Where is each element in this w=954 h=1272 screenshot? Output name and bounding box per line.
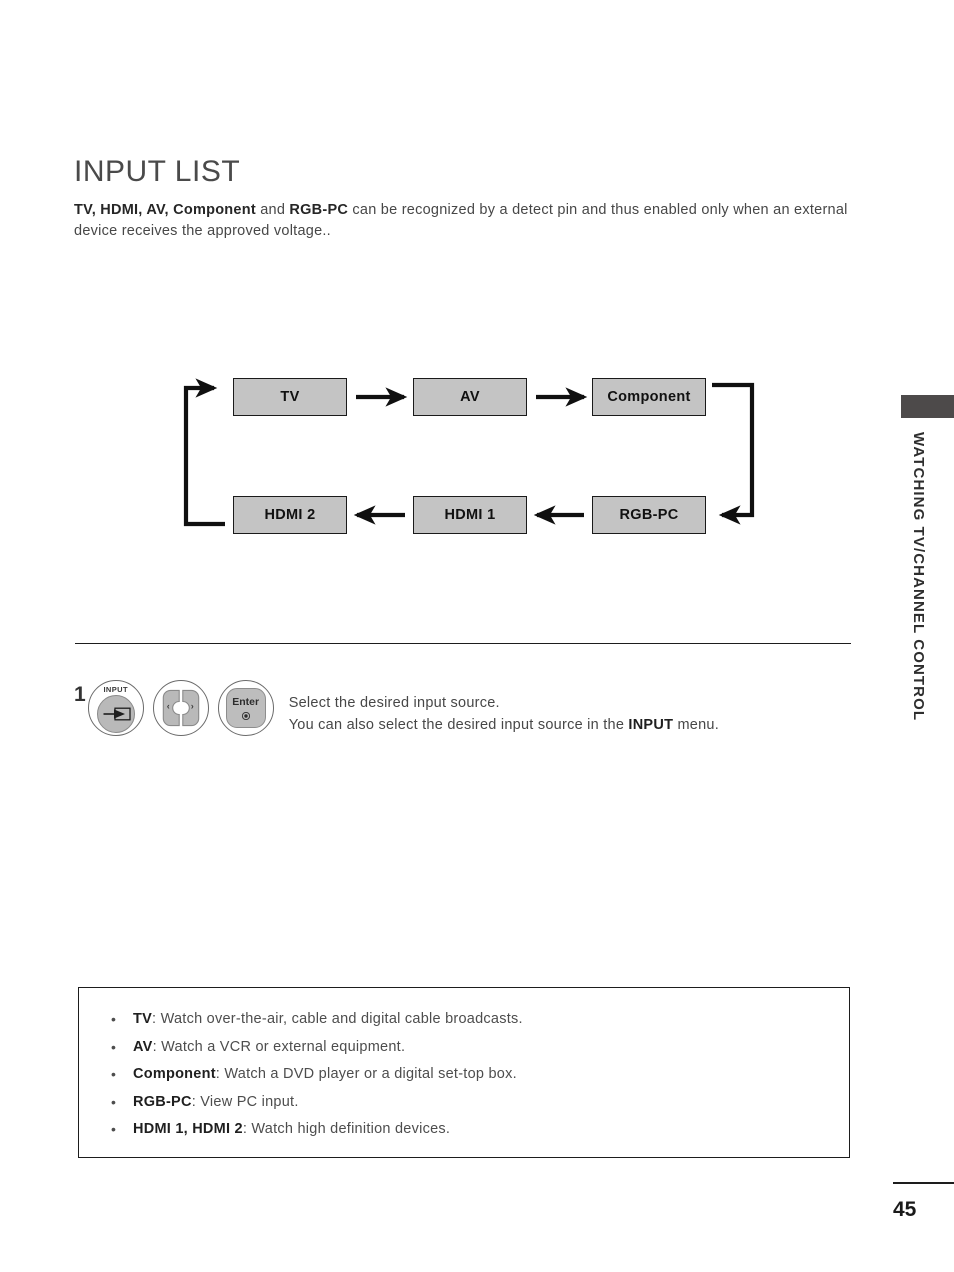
sidebar-chapter-label: WATCHING TV/CHANNEL CONTROL: [910, 432, 927, 722]
list-item: • HDMI 1, HDMI 2: Watch high definition d…: [109, 1120, 849, 1139]
node-label: AV: [460, 389, 480, 405]
intro-bold-second: RGB-PC: [289, 202, 349, 218]
intro-mid: and: [255, 202, 290, 218]
step-line-2: You can also select the desired input so…: [289, 714, 719, 736]
list-item: • Component: Watch a DVD player or a digi…: [109, 1065, 849, 1084]
page-title: INPUT LIST: [74, 155, 241, 188]
note-description: : Watch a DVD player or a digital set-to…: [215, 1066, 517, 1082]
intro-bold-lead: TV, HDMI, AV, Component: [74, 202, 256, 218]
diagram-node-rgbpc[interactable]: RGB-PC: [592, 496, 706, 534]
note-description: : View PC input.: [191, 1093, 299, 1110]
step-line-2-before: You can also select the desired input so…: [288, 717, 629, 733]
bullet-icon: •: [111, 1121, 117, 1137]
node-label: HDMI 2: [264, 507, 316, 523]
footer-rule: [893, 1182, 954, 1184]
left-right-nav-button[interactable]: ‹ ›: [152, 680, 209, 736]
list-item: • RGB-PC: View PC input.: [109, 1093, 849, 1112]
enter-button-label: Enter: [232, 696, 260, 708]
step-line-2-bold: INPUT: [628, 717, 674, 733]
diagram-node-tv[interactable]: TV: [233, 378, 347, 416]
note-term: TV: [133, 1011, 153, 1027]
note-term: HDMI 1, HDMI 2: [133, 1121, 243, 1137]
input-button[interactable]: INPUT: [87, 680, 144, 736]
note-description: : Watch over-the-air, cable and digital …: [152, 1011, 523, 1027]
note-term: AV: [133, 1038, 153, 1055]
node-label: HDMI 1: [444, 507, 496, 523]
node-label: Component: [607, 389, 691, 405]
node-label: TV: [280, 389, 300, 405]
step-1-row: 1 INPUT ‹ › Enter Select the desired inp…: [74, 680, 719, 736]
input-button-label: INPUT: [103, 684, 128, 694]
sidebar-chapter-tab: [901, 395, 954, 418]
list-item: • TV: Watch over-the-air, cable and digit…: [109, 1010, 849, 1029]
arrow-component-to-rgbpc: [712, 382, 755, 525]
input-arrow-into-box-icon: [103, 707, 131, 721]
notes-box: • TV: Watch over-the-air, cable and digit…: [78, 987, 850, 1158]
step-number: 1: [74, 683, 86, 706]
note-term: RGB-PC: [133, 1093, 192, 1110]
left-right-arrows-icon: [162, 689, 199, 727]
step-instruction-text: Select the desired input source. You can…: [289, 692, 719, 736]
section-divider: [75, 643, 851, 644]
step-line-2-after: menu.: [673, 717, 720, 733]
node-label: RGB-PC: [619, 507, 679, 523]
page-number: 45: [893, 1198, 917, 1221]
intro-rest: can be recognized by a detect pin and th…: [74, 202, 848, 239]
bullet-icon: •: [111, 1093, 117, 1110]
bullet-icon: •: [111, 1066, 117, 1082]
step-line-1: Select the desired input source.: [288, 695, 500, 711]
nav-right-arrow-label: ›: [190, 701, 194, 711]
intro-paragraph: TV, HDMI, AV, Component and RGB-PC can b…: [74, 200, 858, 242]
nav-left-arrow-label: ‹: [166, 701, 170, 711]
notes-list: • TV: Watch over-the-air, cable and digit…: [79, 988, 849, 1139]
list-item: • AV: Watch a VCR or external equipment.: [109, 1038, 849, 1057]
arrow-hdmi2-to-tv: [183, 378, 225, 527]
note-description: : Watch a VCR or external equipment.: [152, 1038, 406, 1055]
enter-target-dot-icon: [241, 712, 250, 720]
diagram-node-component[interactable]: Component: [592, 378, 706, 416]
note-description: : Watch high definition devices.: [242, 1121, 451, 1137]
bullet-icon: •: [111, 1038, 117, 1055]
diagram-node-av[interactable]: AV: [413, 378, 527, 416]
note-term: Component: [133, 1066, 216, 1082]
bullet-icon: •: [111, 1011, 117, 1027]
enter-button-pad: [225, 688, 266, 728]
diagram-node-hdmi2[interactable]: HDMI 2: [233, 496, 347, 534]
diagram-node-hdmi1[interactable]: HDMI 1: [413, 496, 527, 534]
enter-button[interactable]: Enter: [217, 680, 274, 736]
